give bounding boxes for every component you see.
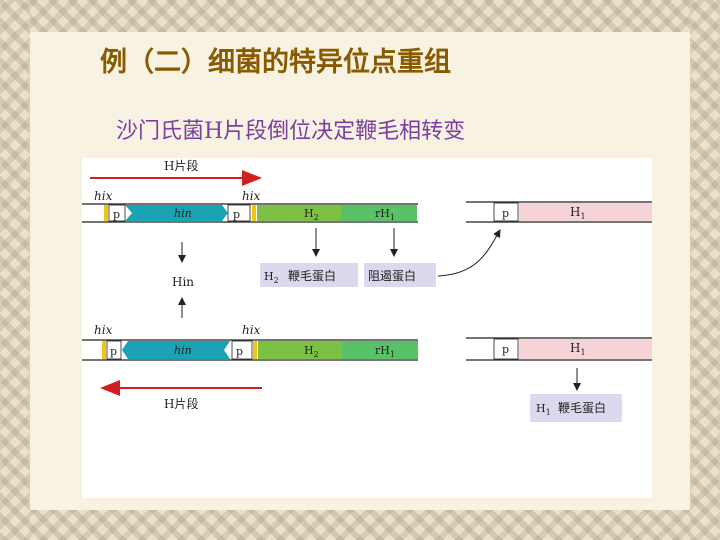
slide-subtitle: 沙门氏菌H片段倒位决定鞭毛相转变 (116, 119, 466, 144)
repressor-box (364, 263, 436, 287)
bottom-h1-gene (519, 339, 652, 359)
h2-flagellin-label: 鞭毛蛋白 (288, 268, 336, 283)
h1-flagellin-box (530, 394, 622, 422)
top-promoter-left (108, 204, 126, 222)
top-h2-gene (257, 205, 341, 221)
top-h1-promoter-label: p (502, 207, 509, 220)
top-segment-label: H片段 (164, 158, 198, 173)
bottom-h1-promoter (493, 338, 519, 360)
bottom-rh1-gene (342, 341, 418, 359)
top-hix-right-label: hix (242, 189, 261, 203)
diagram-panel: H片段 hix hix p hin p H2 rH1 p H1 Hin H2 鞭… (82, 158, 652, 498)
bottom-segment-label: H片段 (164, 396, 198, 411)
top-hin-label: hin (174, 207, 192, 220)
bottom-h2-gene (258, 341, 342, 359)
h2-flagellin-box (260, 263, 358, 287)
bottom-hix-left-label: hix (94, 323, 113, 337)
top-hin-gene (125, 205, 228, 221)
top-hix-right-site (252, 205, 256, 221)
top-h1-promoter (493, 202, 519, 222)
decorative-border-right (690, 0, 720, 540)
bottom-promoter-left (106, 340, 122, 360)
h1-flagellin-label: 鞭毛蛋白 (558, 400, 606, 415)
decorative-border-bottom (0, 510, 720, 540)
bottom-hin-label: hin (174, 344, 192, 357)
hin-inversion-diagram: H片段 hix hix p hin p H2 rH1 p H1 Hin H2 鞭… (82, 158, 652, 422)
hin-protein-label: Hin (172, 275, 194, 289)
bottom-hin-gene (122, 341, 230, 359)
top-h2-label: H2 (304, 207, 319, 222)
bottom-h1-promoter-label: p (502, 343, 509, 356)
top-promoter-right-label: p (233, 208, 240, 221)
bottom-h2-label: H2 (304, 344, 319, 359)
decorative-border-left (0, 0, 30, 540)
repression-arrow (437, 229, 501, 277)
top-rh1-label: rH1 (375, 207, 395, 222)
decorative-border-top (0, 0, 720, 32)
top-promoter-left-label: p (113, 208, 120, 221)
repressor-label: 阻遏蛋白 (368, 268, 416, 283)
top-promoter-right (227, 204, 251, 222)
h2-flagellin-gene-prefix: H2 (264, 270, 279, 285)
top-hix-left-label: hix (94, 189, 113, 203)
bottom-hix-right-label: hix (242, 323, 261, 337)
bottom-hix-right-site (253, 341, 257, 359)
bottom-promoter-right (231, 340, 253, 360)
bottom-promoter-left-label: p (110, 345, 117, 358)
top-h1-label: H1 (570, 205, 586, 221)
top-hix-left-site (104, 205, 108, 221)
bottom-h1-label: H1 (570, 341, 586, 357)
top-h1-gene (519, 203, 652, 221)
bottom-promoter-right-label: p (236, 345, 243, 358)
bottom-rh1-label: rH1 (375, 344, 395, 359)
h1-flagellin-gene-prefix: H1 (536, 402, 551, 417)
slide-title: 例（二）细菌的特异位点重组 (100, 47, 451, 78)
top-rh1-gene (341, 205, 417, 221)
bottom-hix-left-site (102, 341, 106, 359)
